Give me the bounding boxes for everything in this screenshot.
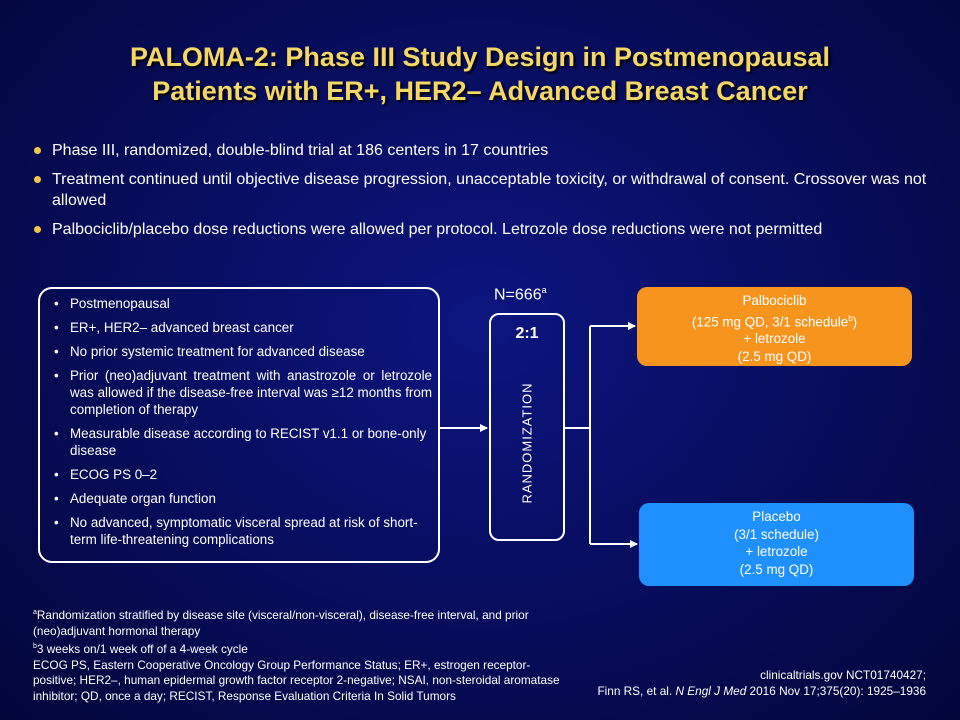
randomization-label: RANDOMIZATION [519, 382, 535, 504]
placebo-arm-box: Placebo (3/1 schedule) + letrozole (2.5 … [639, 503, 914, 586]
abbreviations-line-1: ECOG PS, Eastern Cooperative Oncology Gr… [33, 657, 531, 672]
sample-size-label: N=666a [494, 285, 547, 304]
reference-authors: Finn RS, et al. [597, 684, 676, 698]
footnote-a-line-2: (neo)adjuvant hormonal therapy [33, 623, 201, 638]
placebo-arm-line-4: (2.5 mg QD) [739, 561, 814, 577]
references: clinicaltrials.gov NCT01740427; Finn RS,… [597, 667, 926, 699]
randomization-ratio: 2:1 [515, 325, 539, 342]
footnote-a-text: Randomization stratified by disease site… [36, 607, 529, 622]
footnote-a-line-1: aRandomization stratified by disease sit… [33, 605, 593, 624]
footnote-b-text: 3 weeks on/1 week off of a 4-week cycle [36, 642, 248, 657]
criteria-item: No advanced, symptomatic visceral spread… [52, 514, 432, 548]
slide-title: PALOMA-2: Phase III Study Design in Post… [30, 40, 930, 108]
placebo-arm-line-2: (3/1 schedule) [734, 526, 819, 542]
bullet-item: Phase III, randomized, double-blind tria… [32, 140, 932, 161]
criteria-item: ER+, HER2– advanced breast cancer [52, 319, 432, 336]
abbreviations-line-2: positive; HER2–, human epidermal growth … [33, 673, 560, 688]
palbociclib-dose-close: ) [852, 313, 858, 329]
palbociclib-arm-line-3: + letrozole [743, 331, 806, 347]
criteria-item: Adequate organ function [52, 490, 432, 507]
footnote-b-marker: b [33, 643, 37, 651]
palbociclib-arm-line-2: (125 mg QD, 3/1 scheduleb) [637, 310, 912, 331]
footnote-b: b3 weeks on/1 week off of a 4-week cycle [33, 639, 593, 658]
reference-citation: 2016 Nov 17;375(20): 1925–1936 [746, 684, 926, 698]
abbreviations-line-3: inhibitor; QD, once a day; RECIST, Respo… [33, 688, 456, 703]
criteria-item: Postmenopausal [52, 295, 432, 312]
slide-title-line-1: PALOMA-2: Phase III Study Design in Post… [129, 42, 831, 72]
footnote-a-marker: a [33, 609, 37, 616]
randomization-box: 2:1 RANDOMIZATION [489, 313, 565, 541]
reference-line-2: Finn RS, et al. N Engl J Med 2016 Nov 17… [597, 683, 926, 699]
placebo-arm-line-3: + letrozole [745, 544, 808, 559]
criteria-item: Prior (neo)adjuvant treatment with anast… [52, 367, 432, 418]
eligibility-criteria-box: Postmenopausal ER+, HER2– advanced breas… [38, 287, 440, 563]
palbociclib-footnote-marker: b [848, 313, 853, 323]
footnotes: aRandomization stratified by disease sit… [33, 605, 593, 704]
sample-size-footnote-marker: a [541, 285, 547, 295]
bullet-item: Treatment continued until objective dise… [32, 169, 932, 211]
placebo-arm-line-1: Placebo [752, 509, 801, 524]
reference-journal: N Engl J Med [675, 684, 747, 698]
criteria-item: Measurable disease according to RECIST v… [52, 425, 432, 459]
palbociclib-arm-line-1: Palbociclib [742, 293, 807, 308]
palbociclib-arm-box: Palbociclib (125 mg QD, 3/1 scheduleb) +… [637, 287, 912, 366]
criteria-item: No prior systemic treatment for advanced… [52, 343, 432, 360]
palbociclib-dose-text: (125 mg QD, 3/1 schedule [691, 313, 849, 329]
bullet-item: Palbociclib/placebo dose reductions were… [32, 219, 932, 240]
palbociclib-arm-line-4: (2.5 mg QD) [737, 348, 812, 364]
sample-size-text: N=666 [494, 286, 542, 304]
reference-line-1: clinicaltrials.gov NCT01740427; [760, 668, 926, 682]
study-bullets: Phase III, randomized, double-blind tria… [32, 140, 932, 248]
criteria-item: ECOG PS 0–2 [52, 466, 432, 483]
slide-title-line-2: Patients with ER+, HER2– Advanced Breast… [152, 76, 808, 106]
